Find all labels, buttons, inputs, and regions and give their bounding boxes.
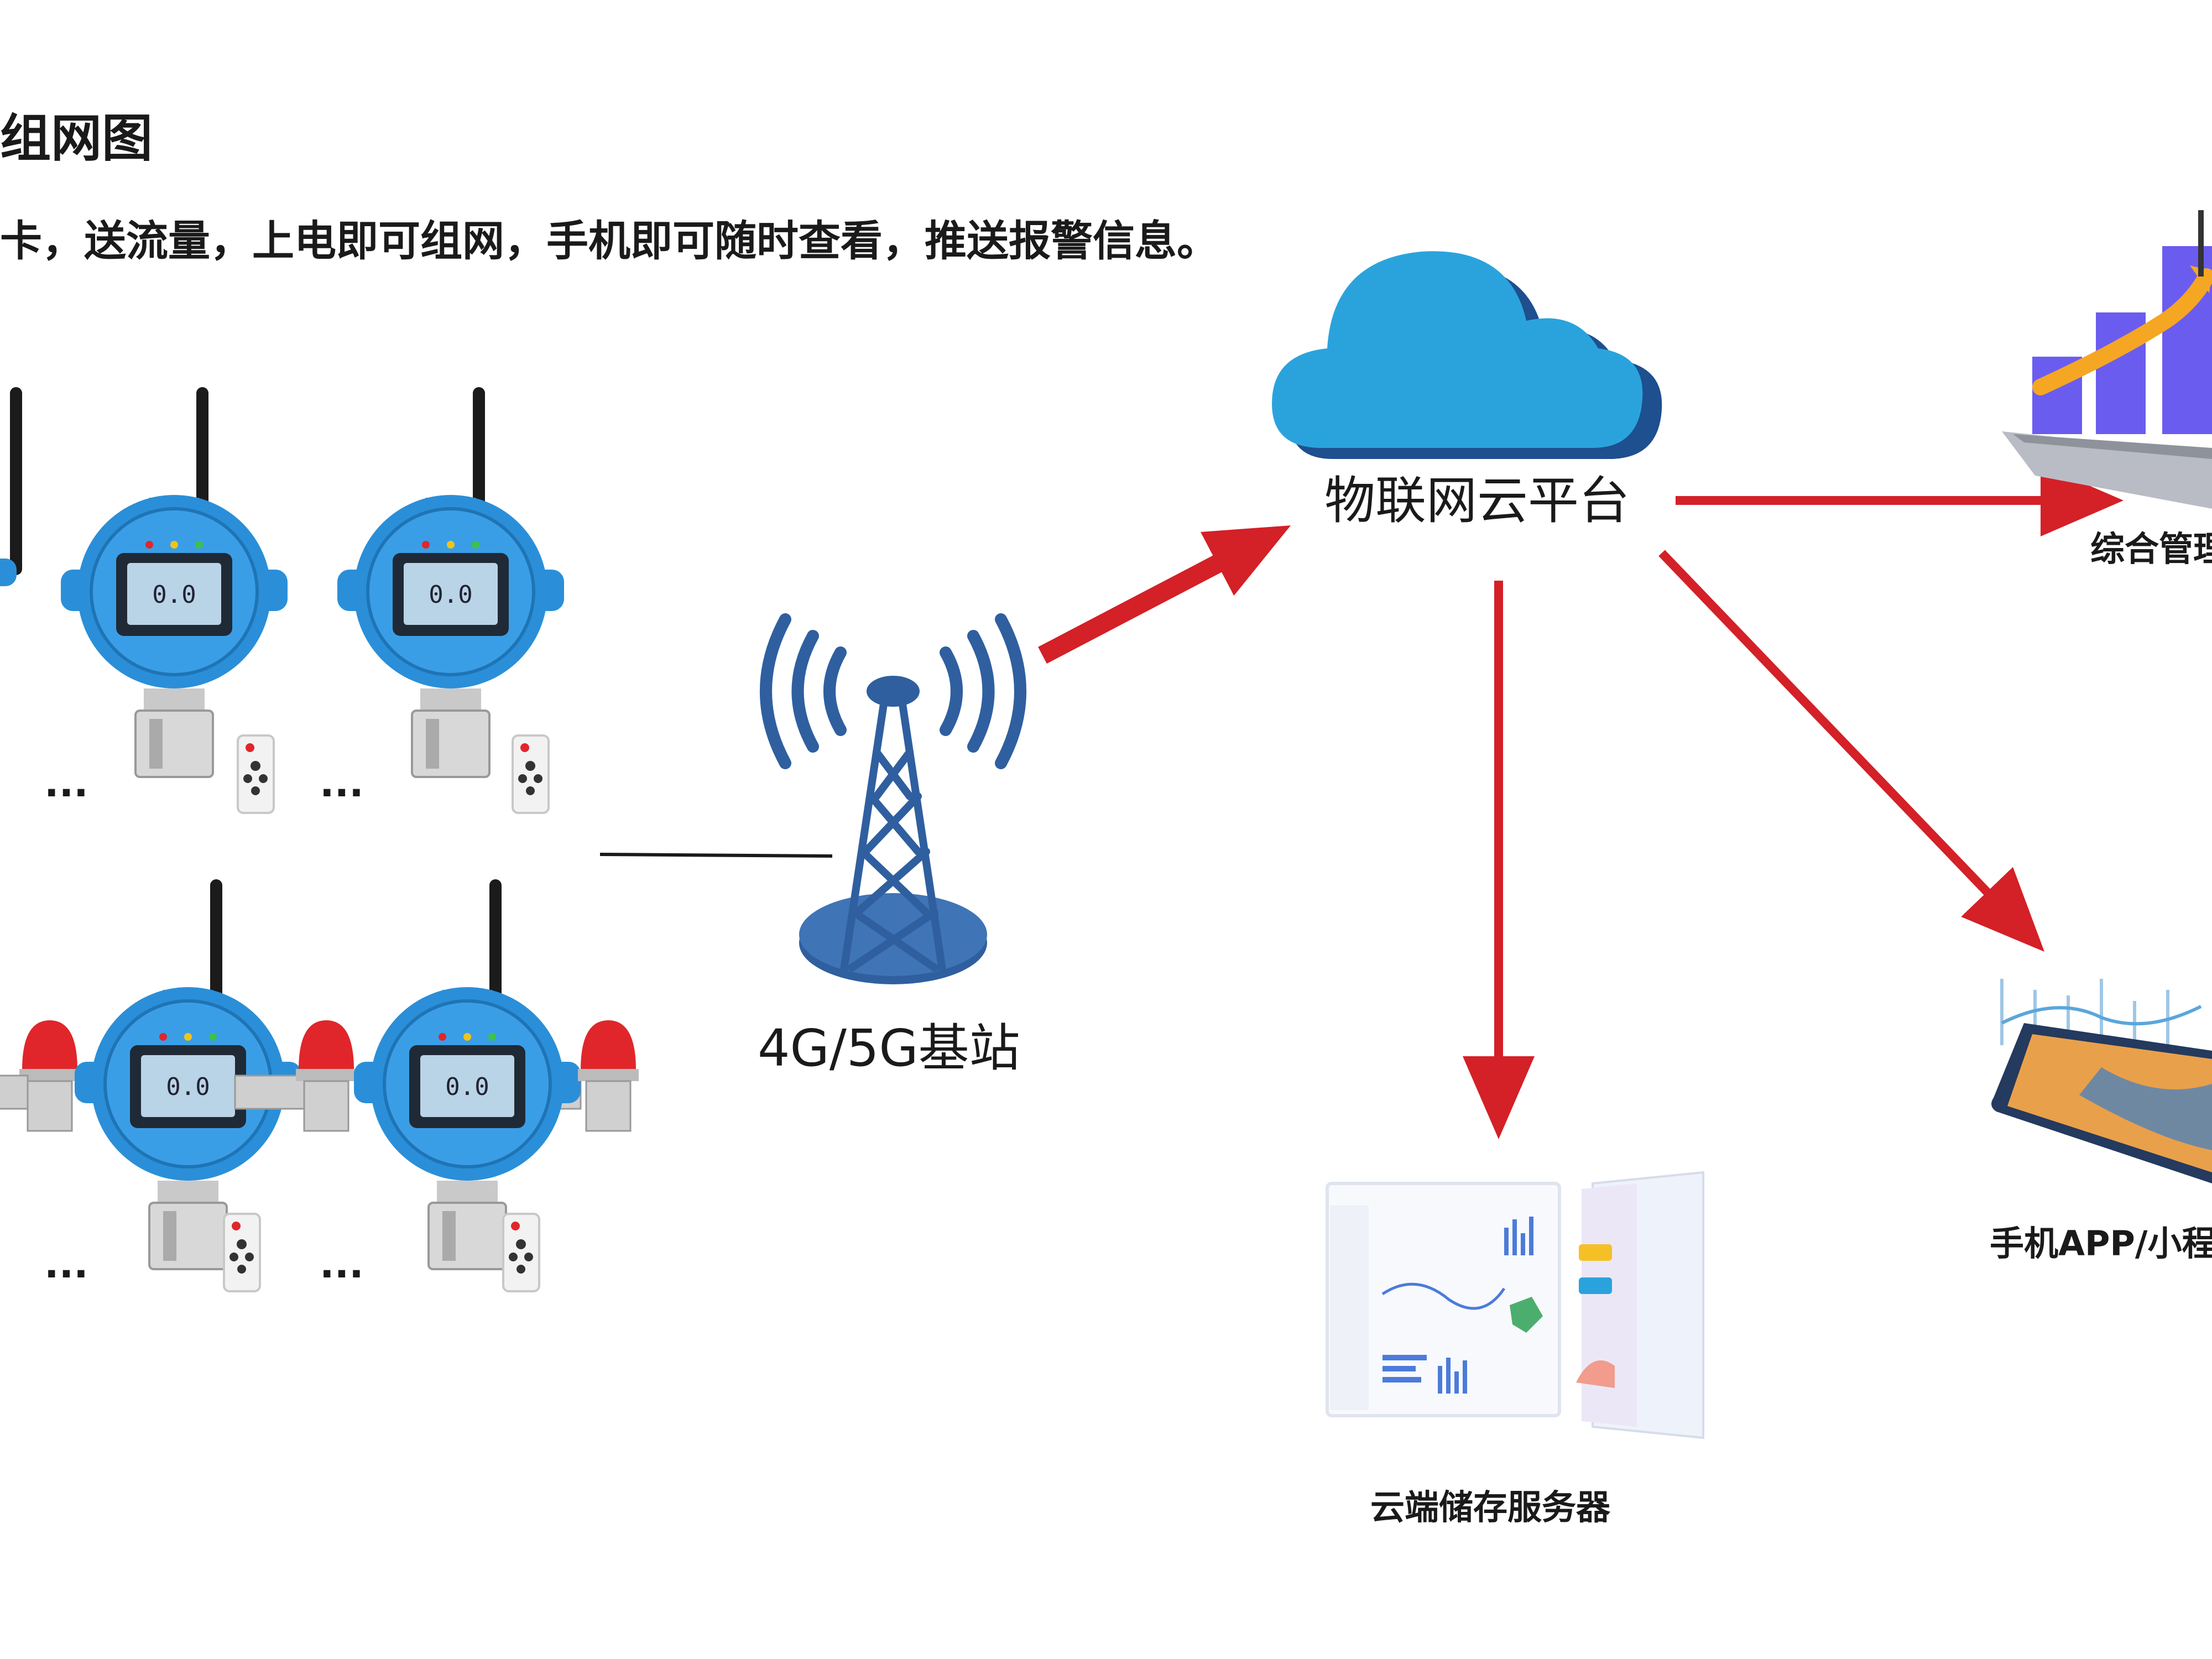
remote-control-icon xyxy=(237,734,275,814)
connection-line xyxy=(599,853,833,858)
ellipsis: ... xyxy=(44,760,88,806)
remote-control-icon xyxy=(223,1213,261,1292)
management-label: 综合管理 xyxy=(2090,529,2212,569)
alarm-lamp-icon xyxy=(577,1019,640,1132)
gas-detector-icon xyxy=(337,387,564,777)
ellipsis: ... xyxy=(44,1241,88,1287)
gas-detector-icon xyxy=(75,879,301,1269)
gas-detector-icon xyxy=(0,387,22,586)
ellipsis: ... xyxy=(320,1241,364,1287)
cell-tower-icon xyxy=(760,613,1026,984)
arrow xyxy=(1038,465,2124,1139)
page-subtitle: 卡，送流量，上电即可组网，手机即可随时查看，推送报警信息。 xyxy=(0,216,1219,265)
cloud-platform-label: 物联网云平台 xyxy=(1324,471,1630,530)
gas-detector-icon xyxy=(354,879,581,1269)
remote-control-icon xyxy=(502,1213,540,1292)
base-station-label: 4G/5G基站 xyxy=(758,1019,1020,1078)
dashboard-screens-icon xyxy=(1326,1171,1704,1439)
mobile-app-label: 手机APP/小程 xyxy=(1990,1223,2212,1264)
page-title: 组网图 xyxy=(0,109,153,168)
gas-detector-icon xyxy=(61,387,288,777)
alarm-lamp-icon xyxy=(295,1019,358,1132)
cloud-server-label: 云端储存服务器 xyxy=(1370,1487,1611,1527)
ellipsis: ... xyxy=(320,760,364,806)
laptop-chart-icon xyxy=(2002,210,2212,509)
cloud-icon xyxy=(1272,251,1662,459)
smartphone-icon xyxy=(1991,979,2212,1183)
remote-control-icon xyxy=(512,734,550,814)
